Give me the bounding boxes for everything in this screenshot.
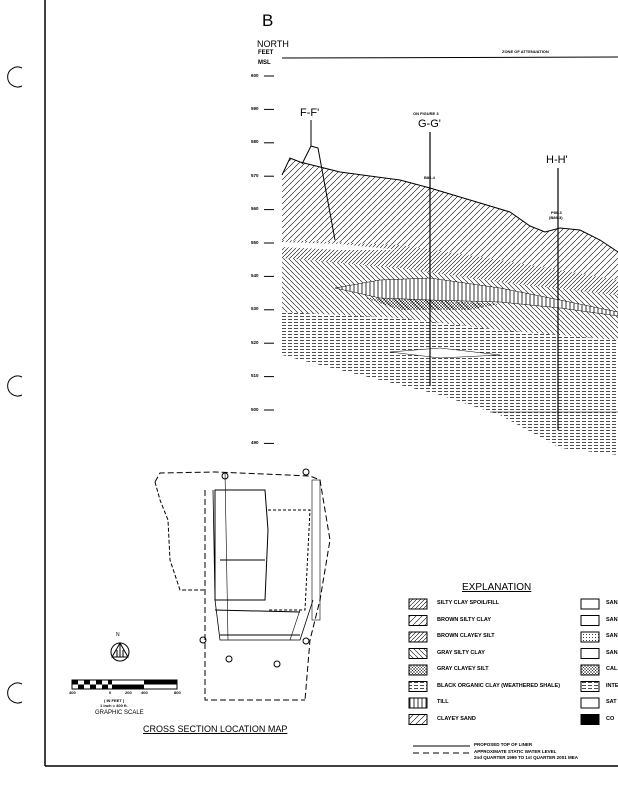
scale-tick-label: 800 [174, 690, 181, 695]
cross-section [281, 120, 618, 455]
legend-swatches [408, 598, 600, 725]
legend-item-label: SAT [606, 699, 617, 705]
section-label-g: G-G' [418, 118, 441, 130]
scale-tick-label: 200 [125, 690, 132, 695]
legend-swatch [580, 664, 600, 676]
map-title: CROSS SECTION LOCATION MAP [143, 724, 288, 734]
elevation-tick-label: 570 [251, 172, 259, 178]
elevation-axis [264, 75, 274, 444]
legend-swatch [580, 615, 600, 626]
legend-water-label: APPROXIMATE STATIC WATER LEVEL [474, 749, 557, 754]
layer-brown-silty-clay [282, 240, 618, 295]
legend-swatch [408, 681, 428, 692]
section-note-g: ON FIGURE 3 [413, 111, 439, 116]
legend-swatch [580, 714, 600, 725]
legend-item-label: BLACK ORGANIC CLAY (WEATHERED SHALE) [437, 682, 561, 689]
legend-item-label: SAN [606, 649, 618, 656]
hole-punch-icon [7, 682, 23, 704]
axis-unit-feet: FEET [258, 50, 274, 56]
north-arrow-icon [110, 641, 130, 662]
legend-item-label: SILTY CLAY SPOIL/FILL [437, 600, 500, 606]
zone-label: ZONE OF ATTENUATION [502, 49, 549, 54]
layer-gray-clayey-silt [365, 298, 500, 310]
elevation-tick-label: 580 [251, 139, 259, 145]
legend-swatch [408, 615, 428, 626]
legend-item-label: GRAY CLAYEY SILT [437, 666, 489, 672]
legend-swatch [580, 648, 600, 659]
boring-label-h: P86-3 [551, 210, 562, 215]
legend-item-label: CO [606, 715, 615, 722]
elevation-tick-label: 590 [251, 105, 259, 111]
legend-swatch [408, 714, 428, 725]
hole-punch-icon [7, 375, 23, 397]
elevation-tick-label: 600 [251, 72, 259, 78]
layer-silty-clay-spoil [282, 158, 618, 280]
legend-swatch [580, 598, 600, 610]
legend-swatch [408, 697, 428, 709]
location-map [154, 468, 331, 701]
section-label-h: H-H' [546, 154, 568, 166]
legend-swatch [408, 664, 428, 676]
legend-liner-label: PROPOSED TOP OF LINER [474, 742, 533, 747]
layer-till [335, 278, 618, 316]
layer-black-organic-clay [282, 312, 618, 455]
elevation-tick-label: 490 [251, 439, 259, 445]
legend-water-label-2: 2nd QUARTER 1999 TO 1st QUARTER 2001 MEA [474, 755, 578, 760]
axis-unit-msl: MSL [258, 60, 271, 66]
legend-item-label: SAN [606, 616, 618, 623]
sand-lens-lower [389, 347, 501, 359]
north-label: N [116, 632, 120, 638]
elevation-tick-label: 520 [251, 339, 259, 345]
explanation-title: EXPLANATION [462, 582, 532, 593]
elevation-tick-label: 550 [251, 239, 259, 245]
legend-item-label: BROWN CLAYEY SILT [437, 633, 495, 639]
legend-item-label: CLAYEY SAND [437, 715, 476, 722]
legend-swatch [408, 631, 428, 643]
boring-label-g: B86-4 [424, 175, 435, 180]
legend-swatch [580, 681, 600, 692]
elevation-tick-label: 540 [251, 272, 259, 278]
section-line-f [301, 145, 336, 241]
scale-tick-label: 400 [141, 690, 148, 695]
legend-item-label: CAL [606, 666, 618, 672]
elevation-tick-label: 560 [251, 206, 259, 212]
ground-surface [281, 157, 618, 253]
legend-item-label: SAN [606, 600, 618, 606]
section-letter: B [262, 11, 274, 30]
legend-item-label: SAN [606, 633, 618, 639]
legend-item-label: GRAY SILTY CLAY [437, 649, 485, 656]
elevation-tick-label: 530 [251, 306, 259, 312]
scale-ratio: 1 inch = 400 ft. [100, 703, 128, 708]
scale-title: GRAPHIC SCALE [95, 710, 144, 716]
elevation-tick-label: 500 [251, 406, 259, 412]
graphic-scale-bar [71, 679, 178, 690]
legend-swatch [580, 697, 600, 709]
legend-item-label: INTE [606, 682, 618, 689]
section-label-f: F-F' [300, 107, 320, 119]
hole-punch-icon [7, 66, 23, 88]
scale-tick-label: 0 [109, 690, 112, 695]
scale-tick-label: 400 [69, 690, 76, 695]
legend-swatch [408, 598, 428, 610]
sand-lens [282, 242, 400, 250]
legend-item-label: TILL [437, 699, 449, 705]
legend-swatch [580, 631, 600, 643]
scale-units: ( IN FEET ) [104, 698, 125, 703]
zone-of-attenuation-line [281, 56, 618, 59]
elevation-tick-label: 510 [251, 373, 259, 379]
direction-label: NORTH [257, 39, 289, 49]
legend-swatch [408, 648, 428, 659]
boring-label-h2: (B86-3) [549, 215, 563, 220]
legend-item-label: BROWN SILTY CLAY [437, 616, 491, 623]
